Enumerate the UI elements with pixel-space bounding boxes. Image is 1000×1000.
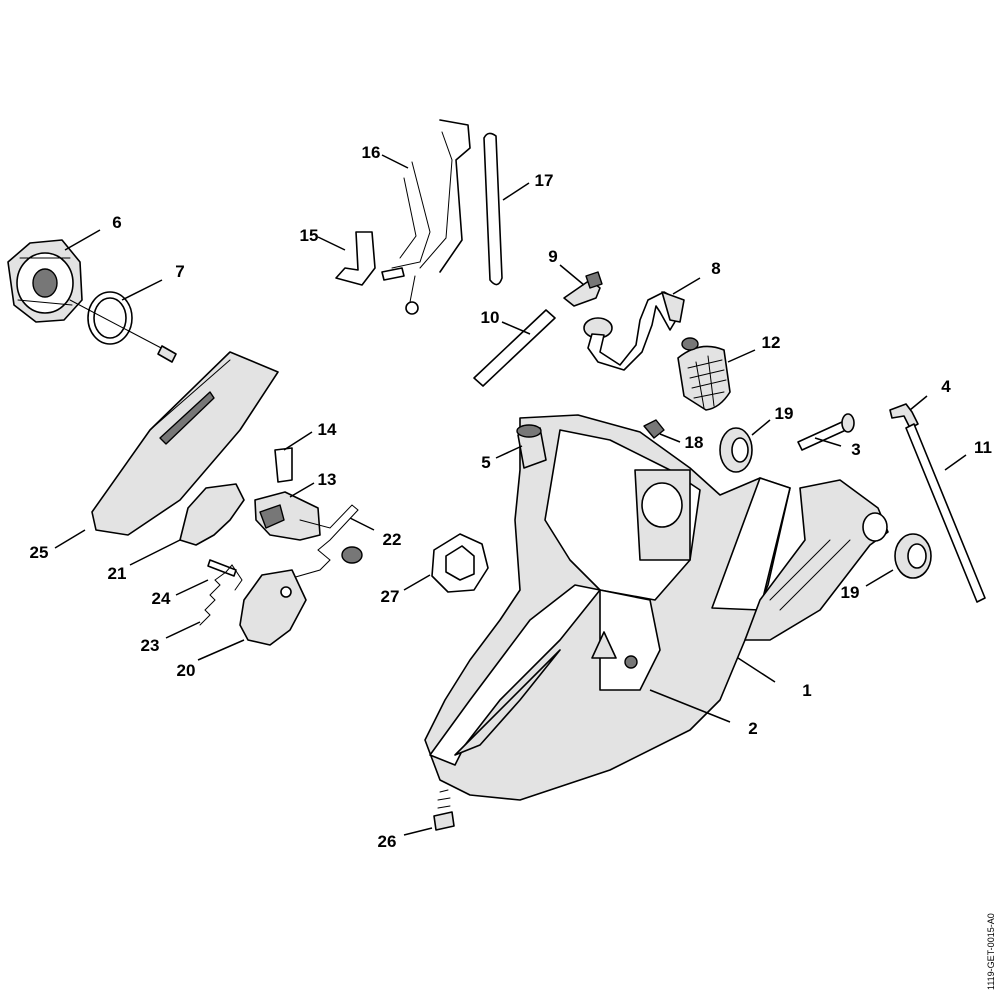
callout-22: 22 xyxy=(383,530,402,549)
callout-8: 8 xyxy=(711,259,720,278)
callout-18: 18 xyxy=(685,433,704,452)
part-6-spool-assembly xyxy=(7,239,83,323)
callout-6: 6 xyxy=(112,213,121,232)
callout-24: 24 xyxy=(152,589,171,608)
part-7-o-ring xyxy=(69,291,177,363)
part-10-tube xyxy=(473,309,556,387)
part-27-gasket xyxy=(431,533,489,593)
part-5-plug xyxy=(516,424,547,469)
callout-17: 17 xyxy=(535,171,554,190)
part-3-screw xyxy=(797,413,855,451)
part-23-spring xyxy=(199,564,243,626)
part-19-grommet-lower xyxy=(894,533,932,579)
callout-10: 10 xyxy=(481,308,500,327)
part-14-clip xyxy=(274,447,293,483)
part-8-fuel-line xyxy=(583,291,685,371)
part-26-screw xyxy=(433,789,455,831)
callout-25: 25 xyxy=(30,543,49,562)
callout-19-lower: 19 xyxy=(841,583,860,602)
drawing-reference: 1119-GET-0015-A0 xyxy=(986,913,996,990)
callout-11: 11 xyxy=(974,438,992,457)
callout-12: 12 xyxy=(762,333,781,352)
callout-7: 7 xyxy=(175,262,184,281)
part-9-fitting xyxy=(563,271,603,307)
leader-lines xyxy=(54,154,967,836)
callout-9: 9 xyxy=(548,247,557,266)
part-12-fuel-filter xyxy=(677,337,731,411)
part-21-lever xyxy=(179,483,245,546)
part-15-bracket xyxy=(335,231,376,286)
callout-23: 23 xyxy=(141,636,160,655)
part-18-bushing xyxy=(643,419,665,439)
part-22-throttle-rod xyxy=(291,504,363,579)
callout-14: 14 xyxy=(318,420,337,439)
callout-20: 20 xyxy=(177,661,196,680)
part-19-grommet-upper xyxy=(719,427,753,473)
part-17-fuel-hose xyxy=(483,132,503,286)
callout-16: 16 xyxy=(362,143,381,162)
callout-21: 21 xyxy=(108,564,127,583)
callout-26: 26 xyxy=(378,832,397,851)
part-13-switch xyxy=(254,491,321,541)
callout-15: 15 xyxy=(300,226,319,245)
part-25-handle-cover xyxy=(91,351,279,536)
callout-3: 3 xyxy=(851,440,860,459)
part-20-trigger xyxy=(239,569,307,646)
part-11-hose xyxy=(905,423,986,603)
callout-4: 4 xyxy=(941,377,951,396)
callout-1: 1 xyxy=(802,681,811,700)
callout-5: 5 xyxy=(481,453,490,472)
part-24-pin xyxy=(207,559,237,577)
callout-labels: 1 2 3 4 5 6 7 8 9 10 11 12 13 14 15 16 1… xyxy=(30,143,992,851)
callout-19-upper: 19 xyxy=(775,404,794,423)
part-16-wiring-harness xyxy=(381,119,471,315)
callout-2: 2 xyxy=(748,719,757,738)
part-1-tank-housing xyxy=(424,414,889,801)
callout-13: 13 xyxy=(318,470,337,489)
callout-27: 27 xyxy=(381,587,400,606)
